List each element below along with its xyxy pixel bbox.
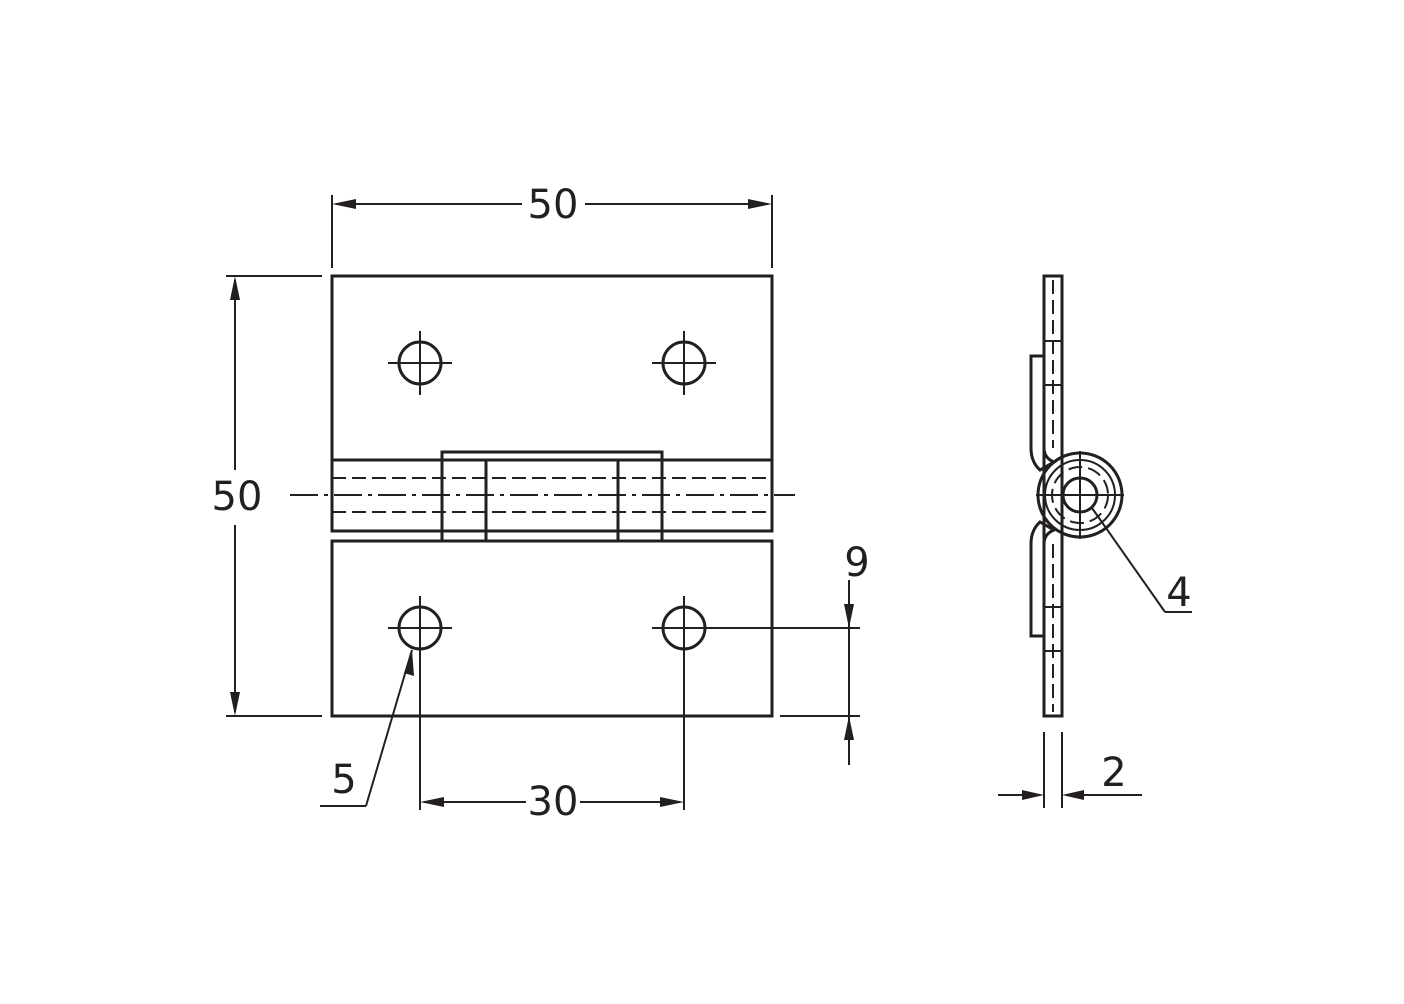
- dim-hole-diameter: 5: [320, 649, 414, 807]
- hole-bottom-left: [388, 596, 452, 810]
- dim-hole-diameter-label: 5: [331, 757, 356, 803]
- mounting-holes: [388, 331, 716, 810]
- side-view: 4 2: [998, 274, 1192, 808]
- dim-height-left-label: 50: [212, 474, 263, 520]
- dim-leaf-thickness-label: 2: [1101, 750, 1126, 796]
- knuckle-band: [290, 450, 795, 543]
- dim-height-left: 50: [212, 275, 322, 717]
- hole-top-right: [652, 331, 716, 395]
- dim-pin-diameter: 4: [1091, 507, 1192, 616]
- dim-pin-diameter-label: 4: [1166, 570, 1191, 616]
- dim-leaf-thickness: 2: [998, 732, 1142, 808]
- knuckle-center-inner: [484, 458, 620, 543]
- dim-width-top: 50: [331, 182, 773, 268]
- side-folded-leaf-bottom: [1029, 520, 1058, 638]
- dim-width-top-label: 50: [528, 182, 579, 228]
- knuckle-center: [440, 450, 664, 543]
- dim-hole-spacing-label: 30: [528, 779, 579, 825]
- hole-top-left: [388, 331, 452, 395]
- dim-hole-spacing: 30: [420, 779, 684, 825]
- side-knuckle: [1036, 451, 1124, 539]
- top-leaf: [330, 274, 774, 533]
- dim-hole-offset-label: 9: [844, 540, 869, 586]
- front-view: [290, 274, 795, 810]
- dim-hole-offset: 9: [716, 540, 870, 765]
- hole-bottom-right: [652, 596, 716, 810]
